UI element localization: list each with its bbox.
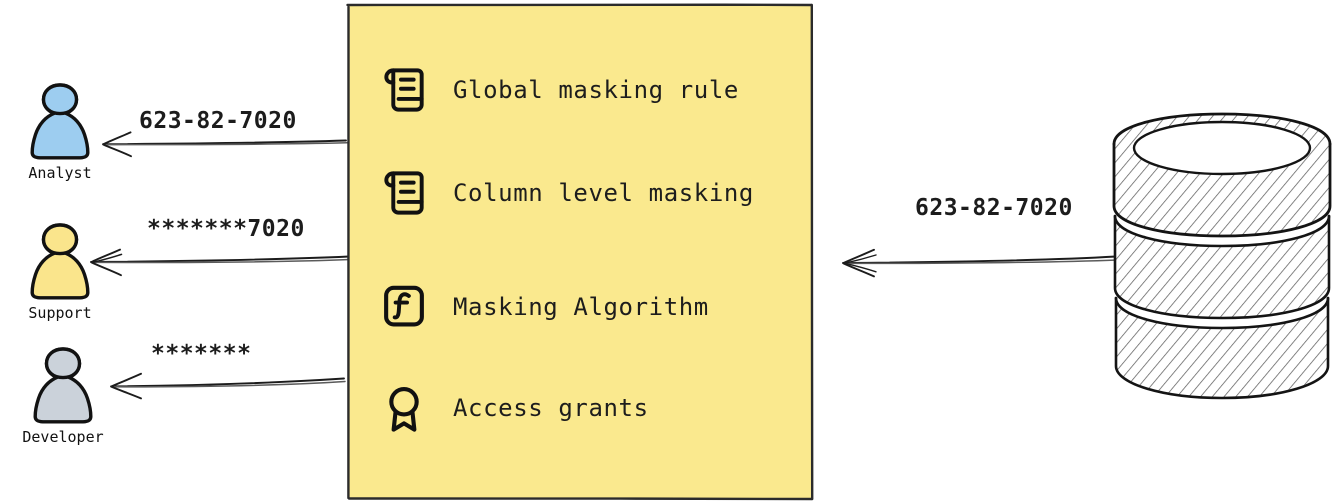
policy-item-label: Global masking rule <box>453 76 739 104</box>
actor-developer[interactable]: Developer <box>3 342 123 446</box>
policy-item[interactable]: Access grants <box>379 380 649 436</box>
person-icon <box>30 223 90 300</box>
arrow-to-analyst <box>102 131 348 158</box>
flow-value-support: *******7020 <box>147 216 305 242</box>
flow-value-analyst: 623-82-7020 <box>139 108 297 134</box>
policy-item-list: Global masking rule Column level masking <box>345 2 815 500</box>
person-icon <box>33 347 93 424</box>
policy-panel: Global masking rule Column level masking <box>345 2 815 501</box>
scroll-icon <box>384 171 424 215</box>
policy-item[interactable]: Global masking rule <box>379 62 739 118</box>
policy-item[interactable]: Column level masking <box>379 165 754 221</box>
actor-developer-label: Developer <box>22 428 104 446</box>
award-ribbon-icon <box>389 387 419 432</box>
person-icon <box>30 83 90 160</box>
policy-item[interactable]: Masking Algorithm <box>379 279 709 335</box>
policy-item-label: Column level masking <box>453 179 754 207</box>
scroll-icon <box>384 68 424 112</box>
arrow-to-developer <box>110 372 346 400</box>
policy-item-label: Access grants <box>453 394 649 422</box>
actor-analyst-label: Analyst <box>28 164 92 182</box>
flow-value-developer: ******* <box>151 341 252 367</box>
actor-support[interactable]: Support <box>0 218 120 322</box>
actor-analyst[interactable]: Analyst <box>0 78 120 182</box>
function-box-icon <box>384 285 424 327</box>
database-cylinder-icon[interactable] <box>1110 112 1335 404</box>
arrow-to-support <box>90 248 351 277</box>
arrow-db-to-panel <box>842 248 1118 278</box>
policy-item-label: Masking Algorithm <box>453 293 709 321</box>
flow-value-database: 623-82-7020 <box>915 195 1073 221</box>
database-section-top <box>1112 112 1332 238</box>
actor-support-label: Support <box>28 304 92 322</box>
policy-panel-background <box>346 3 814 501</box>
